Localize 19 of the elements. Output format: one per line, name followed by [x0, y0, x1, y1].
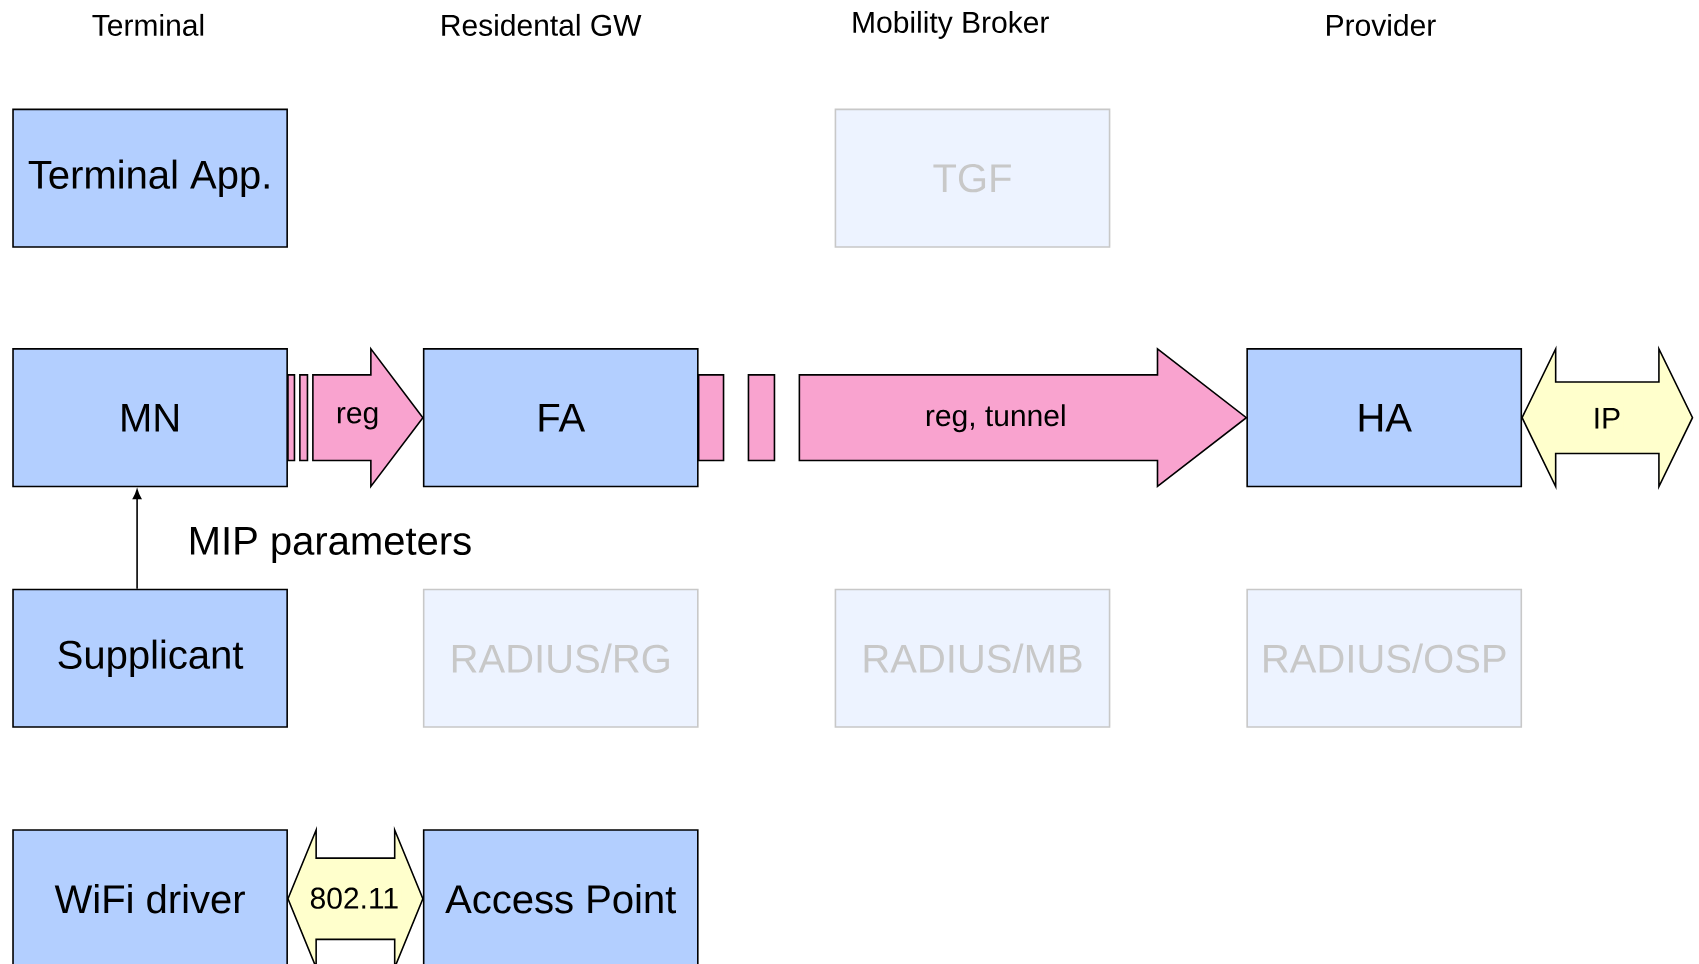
process-box: HA — [1246, 348, 1523, 488]
process-box: FA — [422, 348, 699, 488]
process-box: Terminal App. — [12, 108, 288, 248]
process-box: Supplicant — [12, 588, 288, 728]
edge-label: MIP parameters — [185, 525, 475, 565]
block-arrow — [287, 346, 424, 489]
column-heading: Provider — [1327, 13, 1436, 36]
block-arrow — [697, 347, 1248, 489]
edge-label: reg, tunnel — [922, 402, 1069, 435]
column-heading: Residental GW — [442, 13, 642, 36]
process-box: Access Point — [422, 829, 699, 964]
edge-label: reg — [333, 405, 382, 432]
column-heading: Terminal — [92, 13, 204, 36]
edge-label: 802.11 — [307, 885, 402, 911]
process-box: MN — [12, 348, 288, 488]
column-heading: Mobility Broker — [853, 10, 1049, 39]
process-box: WiFi driver — [12, 829, 288, 964]
block-arrow — [1521, 345, 1694, 490]
arrow — [132, 489, 142, 590]
